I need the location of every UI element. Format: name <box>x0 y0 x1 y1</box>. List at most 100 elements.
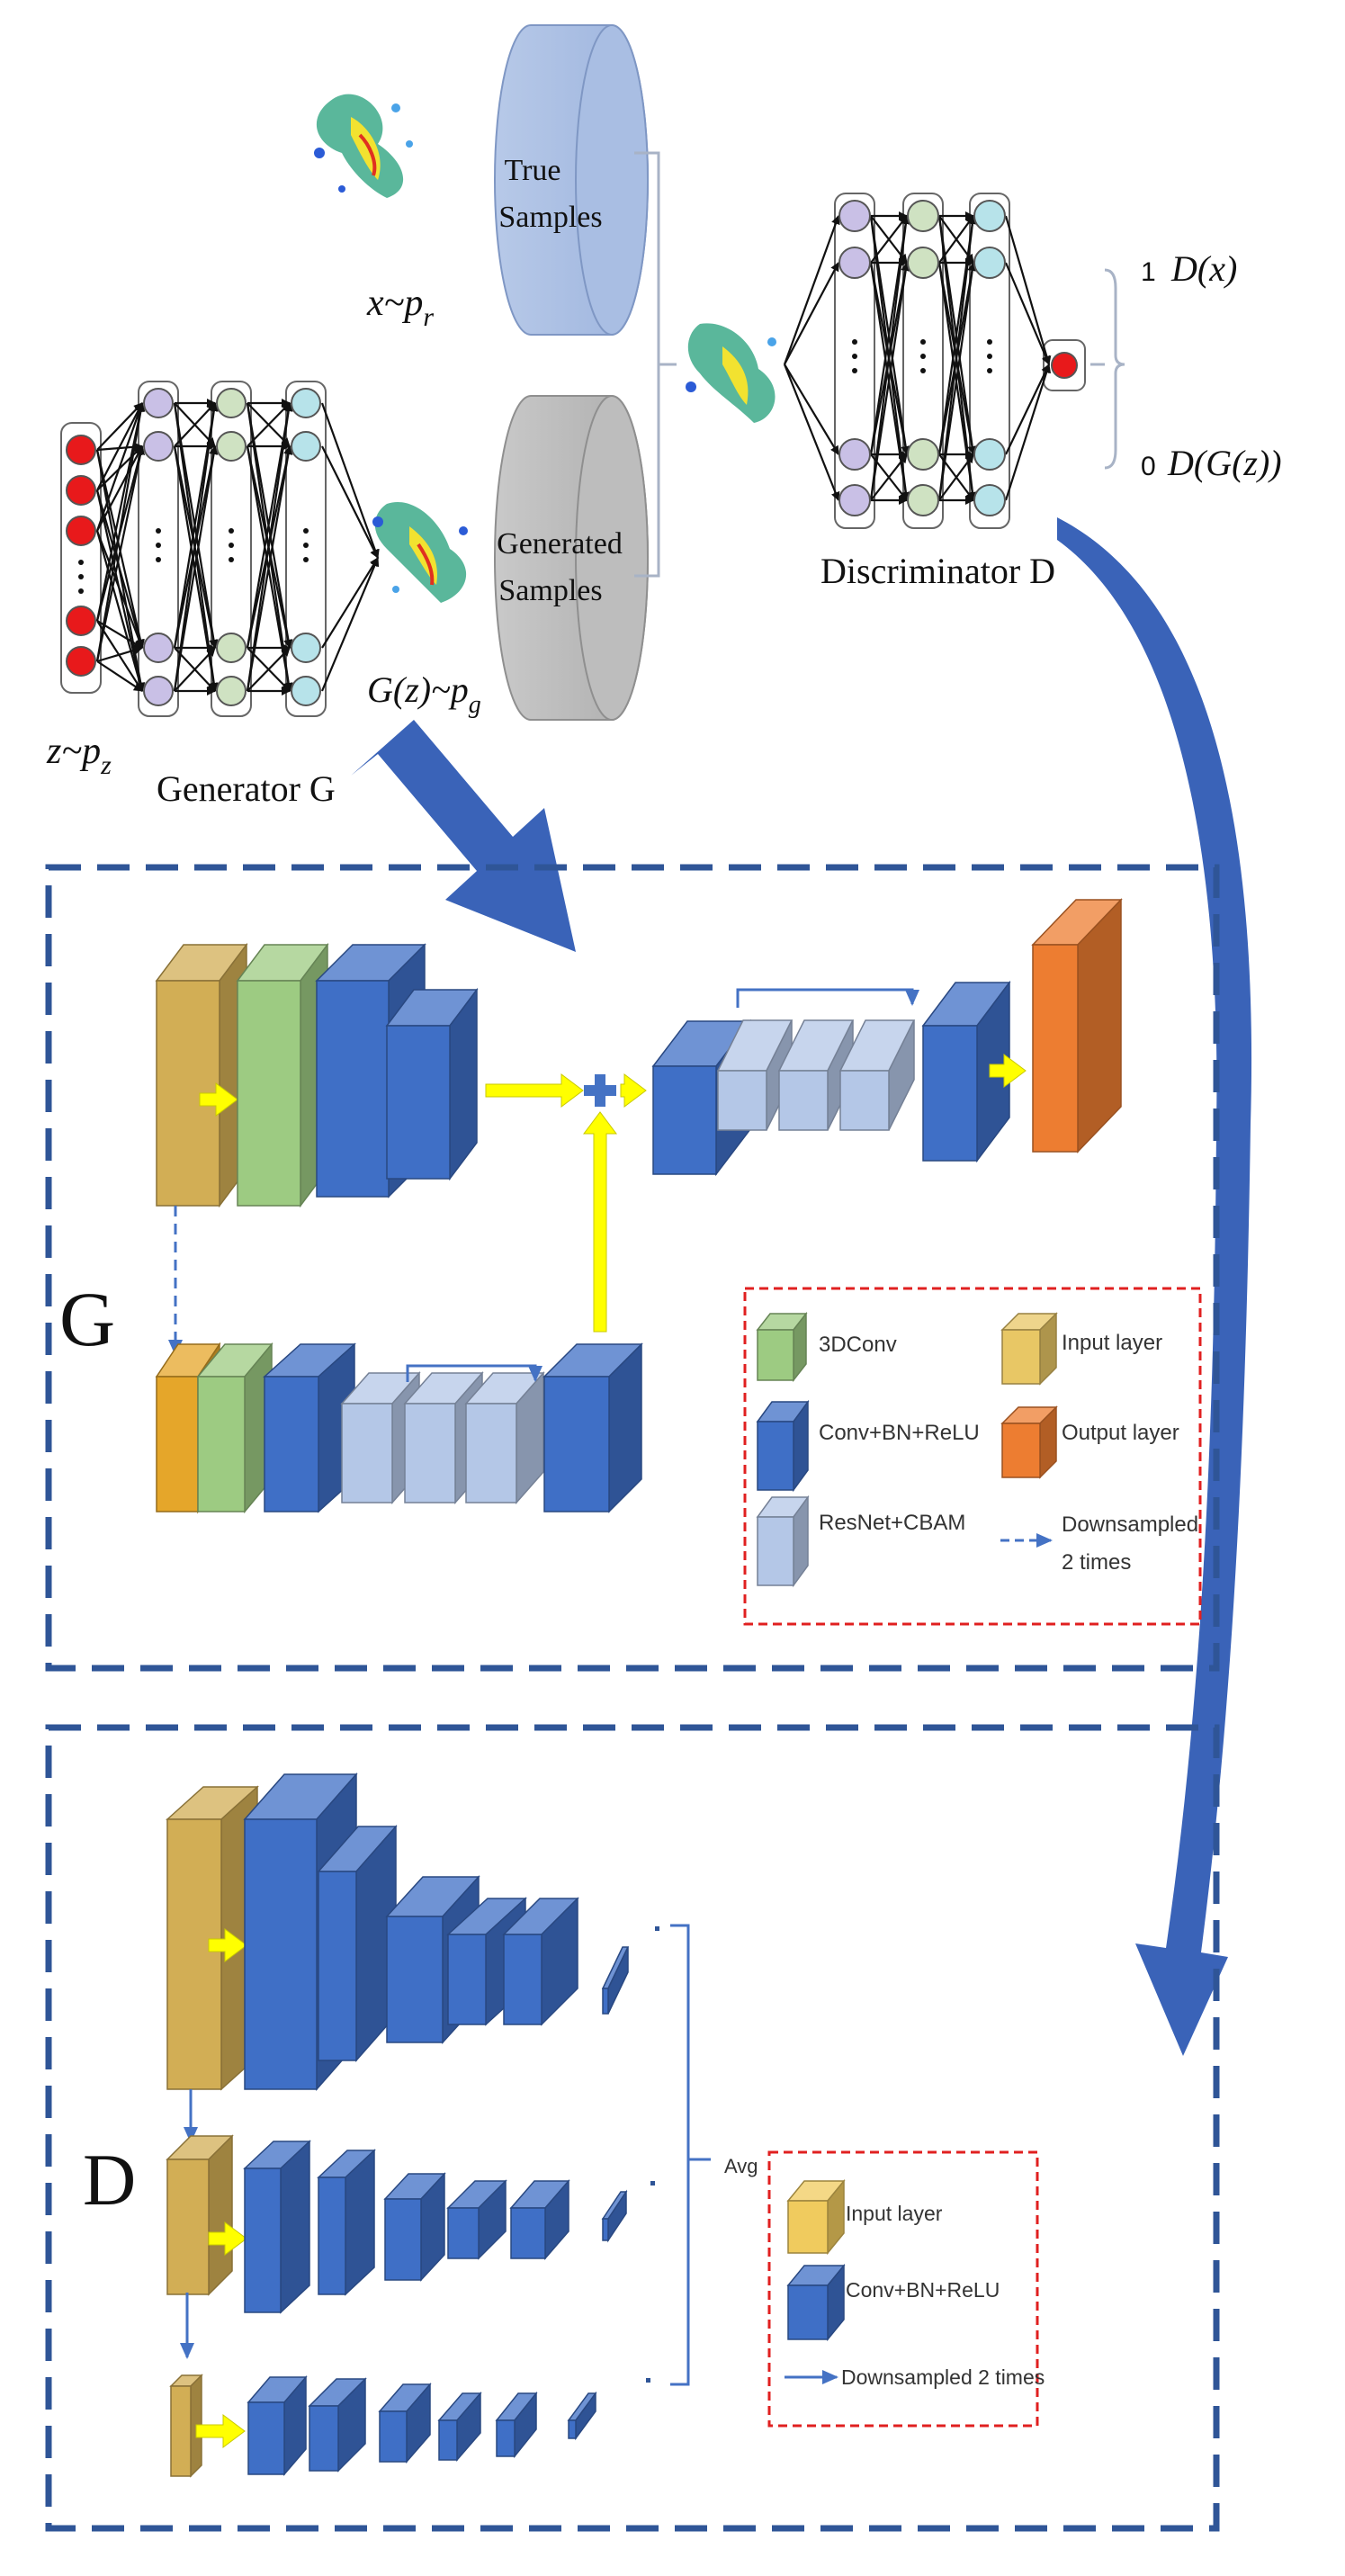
g-3dconv-block-small <box>196 1342 273 1514</box>
discriminator-label: Discriminator D <box>820 551 1055 591</box>
d-input-layer-2 <box>166 2134 234 2296</box>
d-conv-2-4 <box>446 2179 507 2260</box>
disc-output-connection <box>1004 364 1052 501</box>
gen-ellipsis-dot <box>229 543 234 548</box>
gen-layer-box-3 <box>285 381 327 717</box>
gen-output-connection <box>320 402 380 559</box>
legend-input-layer-icon <box>1000 1312 1058 1386</box>
disc-ellipsis-dot <box>852 339 857 345</box>
gen-connection <box>95 402 146 662</box>
gen-connection <box>95 445 146 662</box>
gen-node-input <box>66 435 96 465</box>
disc-ellipsis-dot <box>852 368 857 373</box>
gen-ellipsis-dot <box>156 528 161 534</box>
d-legend-downsampled-label: Downsampled 2 times <box>841 2365 1045 2389</box>
x-distribution-label: x~pr <box>366 283 434 332</box>
output-real-value: 1 <box>1141 257 1156 287</box>
z-distribution-label: z~pz <box>46 731 112 780</box>
avg-bracket <box>670 1924 711 2386</box>
d-conv-3-4 <box>437 2391 482 2463</box>
disc-output-node <box>1051 352 1078 379</box>
disc-ellipsis-dot <box>920 339 926 345</box>
g-distribution-label: G(z)~pg <box>367 669 481 719</box>
disc-connection <box>938 215 974 264</box>
g-output-layer <box>1031 898 1123 1153</box>
generator-panel-letter: G <box>59 1276 115 1362</box>
disc-node-layer-1 <box>838 484 871 516</box>
gen-ellipsis-dot <box>78 588 84 594</box>
generated-sample-image <box>372 502 468 603</box>
d-conv-2-1 <box>243 2140 311 2314</box>
legend-3dconv-label: 3DConv <box>819 1333 897 1357</box>
legend-conv-bn-relu-icon <box>756 1399 810 1493</box>
disc-node-layer-2 <box>907 484 939 516</box>
gen-node-hidden-2 <box>216 388 247 418</box>
gen-connection <box>247 402 291 447</box>
d-conv-3-6 <box>567 2391 597 2441</box>
gen-node-hidden-2 <box>216 633 247 663</box>
discriminator-detail-blocks <box>166 1773 659 2478</box>
gen-node-input <box>66 606 96 636</box>
g-yellow-arrow-up <box>583 1111 617 1333</box>
avg-label: Avg <box>724 2155 758 2177</box>
samples-bracket <box>634 151 677 578</box>
legend-downsampled-label-2: 2 times <box>1062 1550 1131 1575</box>
gen-connection <box>174 647 216 692</box>
gen-node-hidden-3 <box>291 431 321 462</box>
generator-detail-blocks <box>155 898 1123 1514</box>
disc-ellipsis-dot <box>852 354 857 359</box>
disc-connection <box>937 262 977 501</box>
gen-connection <box>246 402 293 649</box>
gen-ellipsis-dot <box>229 528 234 534</box>
gen-connection <box>246 402 293 692</box>
disc-connection <box>869 262 910 501</box>
d-conv-2-6 <box>601 2189 628 2243</box>
g-conv-block-small <box>263 1342 356 1513</box>
gen-output-connection <box>321 557 379 649</box>
true-samples-label-1: True <box>505 154 561 187</box>
g-sum-plus-v <box>595 1074 605 1107</box>
disc-node-layer-2 <box>907 200 939 232</box>
gen-connection <box>96 445 143 532</box>
gen-connection <box>95 530 144 649</box>
gen-ellipsis-dot <box>78 574 84 579</box>
true-samples-cylinder <box>494 24 649 336</box>
disc-connection <box>938 453 974 501</box>
true-samples-label-2: Samples <box>498 201 602 234</box>
d-conv-3-5 <box>495 2391 538 2459</box>
disc-layer-box-1 <box>834 193 875 529</box>
gen-node-hidden-3 <box>291 633 321 663</box>
gen-node-input <box>66 646 96 677</box>
disc-node-layer-1 <box>838 200 871 232</box>
discriminator-legend-icons <box>785 2178 846 2384</box>
gen-layer-box-1 <box>138 381 179 717</box>
generator-legend-frame <box>743 1287 1202 1626</box>
d-legend-input-layer-label: Input layer <box>846 2202 943 2225</box>
legend-conv-bn-relu-label: Conv+BN+ReLU <box>819 1421 980 1445</box>
gen-node-hidden-1 <box>143 676 174 706</box>
gen-ellipsis-dot <box>78 560 84 565</box>
gen-connection <box>173 402 219 692</box>
disc-node-layer-1 <box>838 438 871 471</box>
disc-connection <box>870 453 908 501</box>
d-conv-2-5 <box>509 2178 570 2261</box>
generator-network <box>60 381 380 717</box>
gen-node-hidden-2 <box>216 431 247 462</box>
discriminator-network <box>783 193 1086 529</box>
g-input-layer <box>155 942 248 1208</box>
g-conv-block-2 <box>385 987 479 1181</box>
gen-node-hidden-1 <box>143 431 174 462</box>
disc-connection <box>870 215 908 264</box>
g-yellow-arrow-to-sum <box>485 1073 584 1108</box>
legend-resnet-cbam-label: ResNet+CBAM <box>819 1511 965 1535</box>
d-conv-2-2 <box>317 2149 376 2296</box>
d-yellow-arrow-1 <box>208 1928 247 1962</box>
gen-output-connection <box>321 445 379 559</box>
g-yellow-arrow-from-sum <box>620 1073 647 1108</box>
d-input-layer-1 <box>166 1785 259 2091</box>
disc-node-layer-3 <box>973 200 1006 232</box>
disc-layer-box-3 <box>969 193 1010 529</box>
output-bracket <box>1090 268 1125 470</box>
generator-detail-frame <box>45 864 1220 1672</box>
